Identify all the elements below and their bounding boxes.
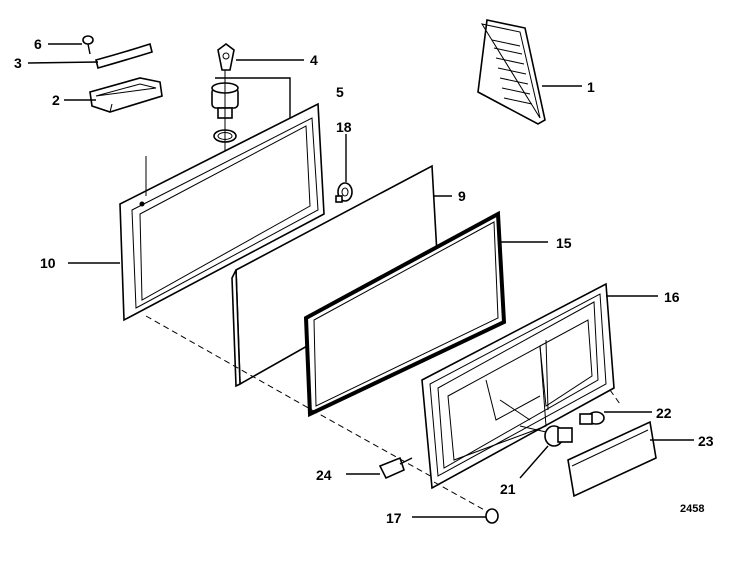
alignment-lines: [145, 315, 621, 513]
callout-10: 10: [40, 255, 56, 271]
callout-24: 24: [316, 467, 332, 483]
reference-number: 2458: [680, 503, 704, 515]
callout-1: 1: [587, 79, 595, 95]
callout-16: 16: [664, 289, 680, 305]
part-knob: [335, 182, 353, 203]
callout-2: 2: [52, 92, 60, 108]
callout-17: 17: [386, 510, 402, 526]
part-outer-door-frame: [119, 102, 325, 322]
part-gasket: [303, 210, 507, 418]
part-lock-key: [217, 43, 235, 71]
callout-18: 18: [336, 119, 352, 135]
part-door-liner: [421, 282, 615, 490]
part-screw-bottom: [485, 508, 499, 524]
callout-21: 21: [500, 481, 516, 497]
part-instruction-card: [477, 19, 546, 125]
part-light-bulb: [579, 411, 605, 425]
callout-3: 3: [14, 55, 22, 71]
callout-6: 6: [34, 36, 42, 52]
callout-22: 22: [656, 405, 672, 421]
part-handle: [89, 77, 163, 113]
part-light-socket: [519, 425, 573, 447]
part-handle-strip: [95, 42, 153, 69]
part-light-cover: [567, 420, 657, 498]
part-screw: [82, 35, 94, 55]
callout-23: 23: [698, 433, 714, 449]
part-clip: [378, 456, 413, 480]
callout-5: 5: [336, 84, 344, 100]
callout-4: 4: [310, 52, 318, 68]
callout-9: 9: [458, 188, 466, 204]
leader-lines: [27, 43, 694, 518]
callout-15: 15: [556, 235, 572, 251]
callout-labels: 1 2 3 4 5 6 9 10 15 16 17 18 21 22 23 24…: [14, 36, 714, 526]
